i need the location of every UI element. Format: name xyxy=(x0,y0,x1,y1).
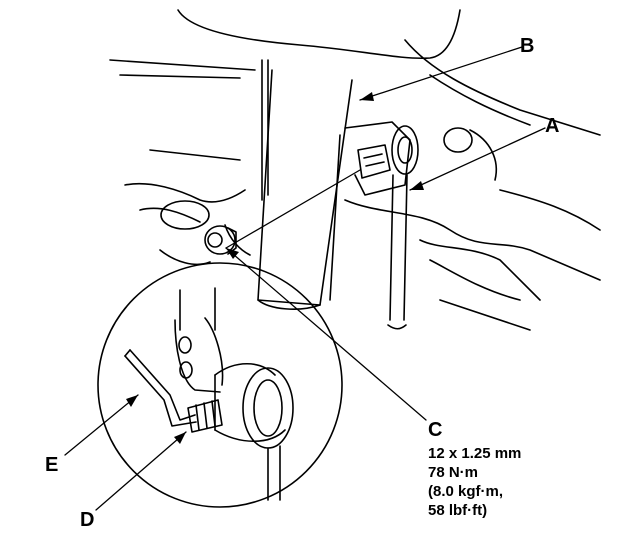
left-structure xyxy=(124,149,251,266)
stabilizer-link xyxy=(387,174,408,330)
strut-body xyxy=(257,59,353,310)
label-b: B xyxy=(520,35,535,57)
detail-bolt xyxy=(187,399,223,433)
torque-spec-c: 12 x 1.25 mm 78 N·m (8.0 kgf·m, 58 lbf·f… xyxy=(428,444,521,520)
spec-size: 12 x 1.25 mm xyxy=(428,445,522,462)
upper-body-outline xyxy=(109,9,601,136)
label-d: D xyxy=(80,509,95,531)
spec-torque-lbfft: 58 lbf·ft) xyxy=(428,502,488,519)
detail-link-end xyxy=(174,287,294,501)
upper-bracket xyxy=(344,121,419,196)
arrow-heads xyxy=(126,92,424,444)
lower-arm xyxy=(344,127,601,331)
spec-torque-kgfm: (8.0 kgf·m, xyxy=(428,483,504,500)
label-e: E xyxy=(45,454,59,476)
leader-lines xyxy=(64,46,546,511)
label-a: A xyxy=(545,115,560,137)
detail-hex-wrench xyxy=(124,349,197,427)
detail-circle xyxy=(97,262,343,508)
label-c: C xyxy=(428,419,443,441)
spec-torque-nm: 78 N·m xyxy=(428,464,479,481)
